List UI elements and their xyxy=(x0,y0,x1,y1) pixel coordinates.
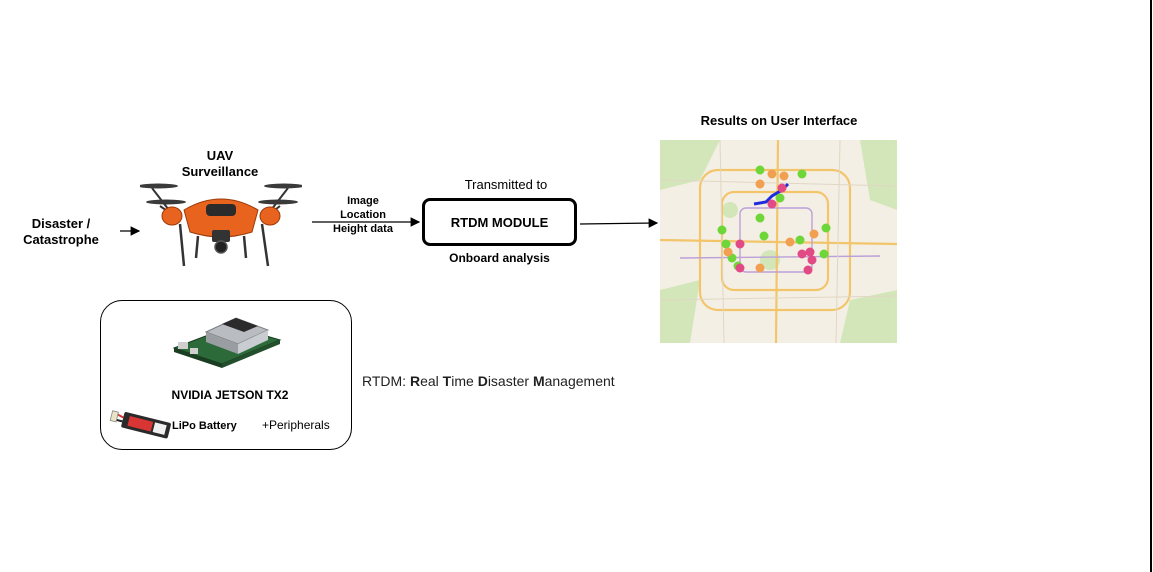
word-disaster: isaster xyxy=(487,373,533,389)
jetson-board-image xyxy=(172,317,282,368)
map-pins xyxy=(717,165,831,275)
word-time: ime xyxy=(451,373,478,389)
board-label: NVIDIA JETSON TX2 xyxy=(171,388,289,402)
results-label: Results on User Interface xyxy=(700,113,858,128)
onboard-label: Onboard analysis xyxy=(449,251,550,265)
height-data-label: Height data xyxy=(333,223,393,235)
hardware-box xyxy=(100,300,352,450)
definition-prefix: RTDM: xyxy=(362,373,410,389)
word-management: anagement xyxy=(544,373,615,389)
image-label: Image xyxy=(347,195,379,207)
drone-image xyxy=(140,183,302,267)
initial-r: R xyxy=(409,373,421,389)
peripherals-label: +Peripherals xyxy=(262,418,330,432)
rtdm-definition: RTDM: Real Time Disaster Management xyxy=(362,373,615,389)
uav-label: UAV Surveillance xyxy=(181,148,259,179)
initial-d: D xyxy=(477,373,488,389)
word-real: eal xyxy=(420,373,443,389)
disaster-label: Disaster / Catastrophe xyxy=(23,216,99,247)
page-right-border xyxy=(1150,0,1152,572)
data-labels: Image Location Height data xyxy=(318,194,408,236)
battery-label: LiPo Battery xyxy=(172,420,237,432)
rtdm-module-box: RTDM MODULE xyxy=(422,198,577,246)
map-image xyxy=(660,140,897,343)
location-label: Location xyxy=(340,209,386,221)
lipo-battery-image xyxy=(109,410,171,439)
arrow-module-to-ui xyxy=(579,218,659,228)
initial-t: T xyxy=(442,373,452,389)
transmitted-label: Transmitted to xyxy=(464,177,548,192)
initial-m: M xyxy=(532,373,545,389)
